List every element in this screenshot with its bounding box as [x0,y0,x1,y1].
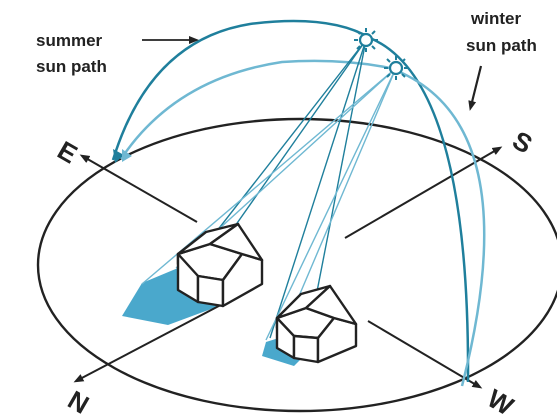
house-left-shadow [122,268,230,325]
direction-east: E [52,135,82,170]
axis-west [367,320,483,389]
axis-south [344,146,503,239]
winter-arrowhead [122,149,132,162]
direction-north: N [63,385,94,419]
house-icon [275,284,358,364]
axis-north [73,297,235,383]
house-icon [176,222,264,308]
sun-icon [354,28,378,52]
summer-label-line2: sun path [36,57,107,76]
winter-label-pointer [468,65,483,111]
summer-sun-path [111,19,470,383]
winter-sun-path [119,59,486,387]
ground-ellipse [36,117,557,413]
axis-east [79,154,198,223]
winter-label-line2: sun path [466,36,537,55]
direction-south: S [507,125,537,160]
summer-arrowhead [113,149,124,163]
summer-label-line1: summer [36,31,103,50]
winter-label-line1: winter [470,9,521,28]
sun-icon [384,56,408,80]
direction-west: W [482,383,519,419]
